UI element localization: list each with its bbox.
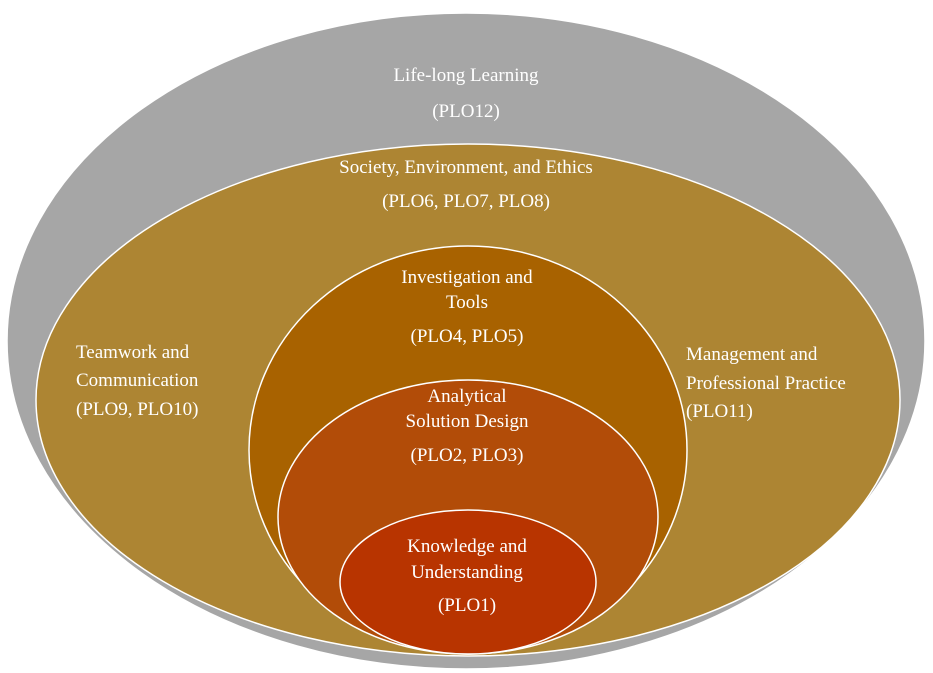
investigation-line1: Investigation and [401, 267, 533, 288]
society-plo: (PLO6, PLO7, PLO8) [382, 191, 550, 212]
lifelong-plo: (PLO12) [432, 101, 500, 122]
investigation-line2: Tools [446, 292, 488, 313]
teamwork-line1: Teamwork and [76, 342, 190, 363]
knowledge-plo: (PLO1) [438, 595, 496, 616]
lifelong-title: Life-long Learning [393, 65, 539, 86]
management-plo: (PLO11) [686, 401, 753, 422]
analytical-plo: (PLO2, PLO3) [411, 445, 524, 466]
analytical-line1: Analytical [427, 386, 506, 407]
investigation-plo: (PLO4, PLO5) [411, 326, 524, 347]
management-line2: Professional Practice [686, 373, 846, 394]
management-line1: Management and [686, 344, 818, 365]
teamwork-plo: (PLO9, PLO10) [76, 399, 198, 420]
knowledge-line1: Knowledge and [407, 536, 527, 557]
knowledge-line2: Understanding [411, 562, 523, 583]
analytical-line2: Solution Design [406, 411, 529, 432]
knowledge-ellipse [339, 509, 597, 655]
teamwork-line2: Communication [76, 370, 199, 391]
society-title: Society, Environment, and Ethics [339, 157, 593, 178]
